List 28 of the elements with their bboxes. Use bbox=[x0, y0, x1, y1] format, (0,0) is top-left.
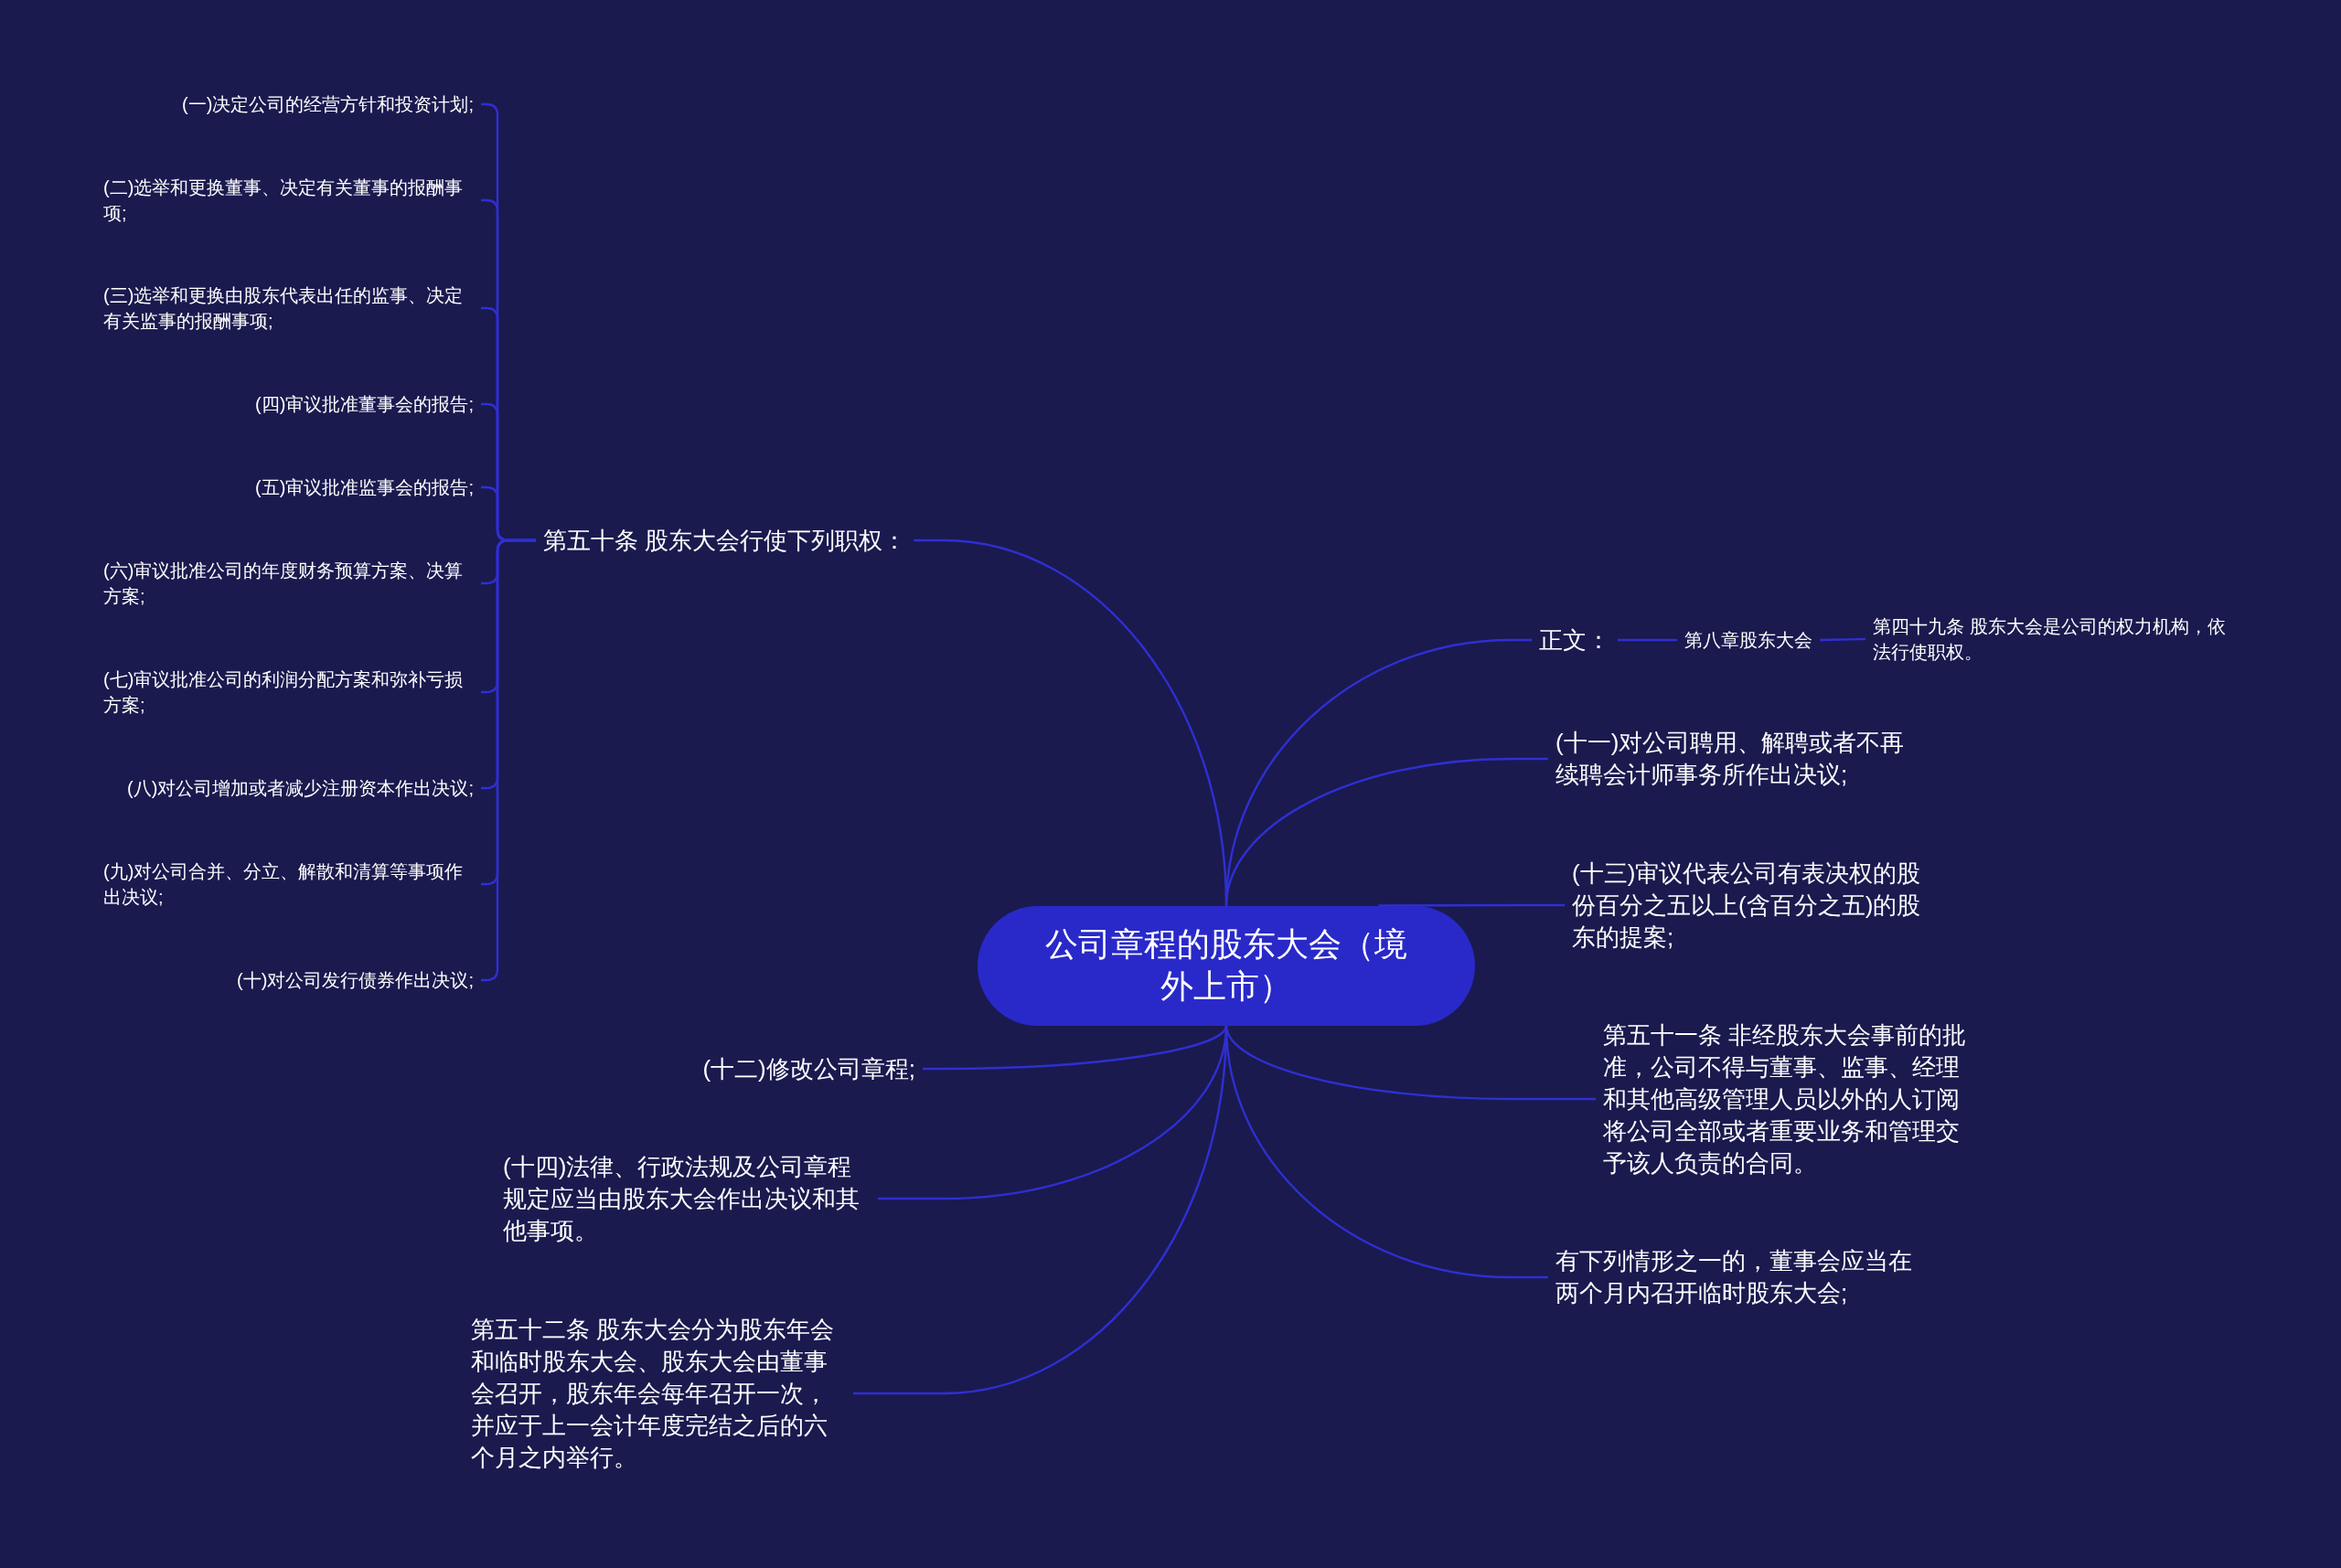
subtopic: (三)选举和更换由股东代表出任的监事、决定有关监事的报酬事项; bbox=[96, 283, 481, 334]
branch-topic: (十二)修改公司章程; bbox=[695, 1052, 923, 1085]
branch-topic: 第五十条 股东大会行使下列职权： bbox=[536, 524, 914, 557]
subtopic: (九)对公司合并、分立、解散和清算等事项作出决议; bbox=[96, 859, 481, 910]
subtopic: (七)审议批准公司的利润分配方案和弥补亏损方案; bbox=[96, 667, 481, 718]
subtopic: (五)审议批准监事会的报告; bbox=[248, 475, 481, 500]
connector-line bbox=[1378, 903, 1565, 907]
subtopic: (二)选举和更换董事、决定有关董事的报酬事项; bbox=[96, 175, 481, 226]
branch-topic: 第五十一条 非经股东大会事前的批准，公司不得与董事、监事、经理和其他高级管理人员以外的人订阅将公司全部或者重要业务和管理交予该人负责的合同。 bbox=[1596, 1019, 1987, 1179]
branch-topic: (十四)法律、行政法规及公司章程规定应当由股东大会作出决议和其他事项。 bbox=[496, 1150, 878, 1247]
branch-topic: (十三)审议代表公司有表决权的股份百分之五以上(含百分之五)的股东的提案; bbox=[1565, 857, 1941, 954]
subtopic: (六)审议批准公司的年度财务预算方案、决算方案; bbox=[96, 558, 481, 609]
connector-line bbox=[1819, 637, 1866, 642]
subtopic: 第四十九条 股东大会是公司的权力机构，依法行使职权。 bbox=[1865, 613, 2250, 665]
subtopic: (四)审议批准董事会的报告; bbox=[248, 391, 481, 417]
subtopic: (八)对公司增加或者减少注册资本作出决议; bbox=[120, 775, 481, 801]
branch-topic: 正文： bbox=[1532, 624, 1618, 656]
connector-line bbox=[1618, 638, 1677, 642]
subtopic: (一)决定公司的经营方针和投资计划; bbox=[175, 91, 481, 117]
branch-topic: 第五十二条 股东大会分为股东年会和临时股东大会、股东大会由董事会召开，股东年会每年召开一次，并应于上一会计年度完结之后的六个月之内举行。 bbox=[464, 1313, 853, 1474]
central-topic: 公司章程的股东大会（境外上市） bbox=[978, 905, 1475, 1026]
subtopic: (十)对公司发行债券作出决议; bbox=[230, 967, 481, 993]
subtopic: 第八章股东大会 bbox=[1677, 627, 1820, 653]
branch-topic: 有下列情形之一的，董事会应当在两个月内召开临时股东大会; bbox=[1548, 1245, 1929, 1309]
branch-topic: (十一)对公司聘用、解聘或者不再续聘会计师事务所作出决议; bbox=[1548, 727, 1925, 791]
connector-line bbox=[1224, 757, 1548, 906]
connector-line bbox=[1224, 1025, 1548, 1279]
connector-line bbox=[923, 1025, 1228, 1071]
